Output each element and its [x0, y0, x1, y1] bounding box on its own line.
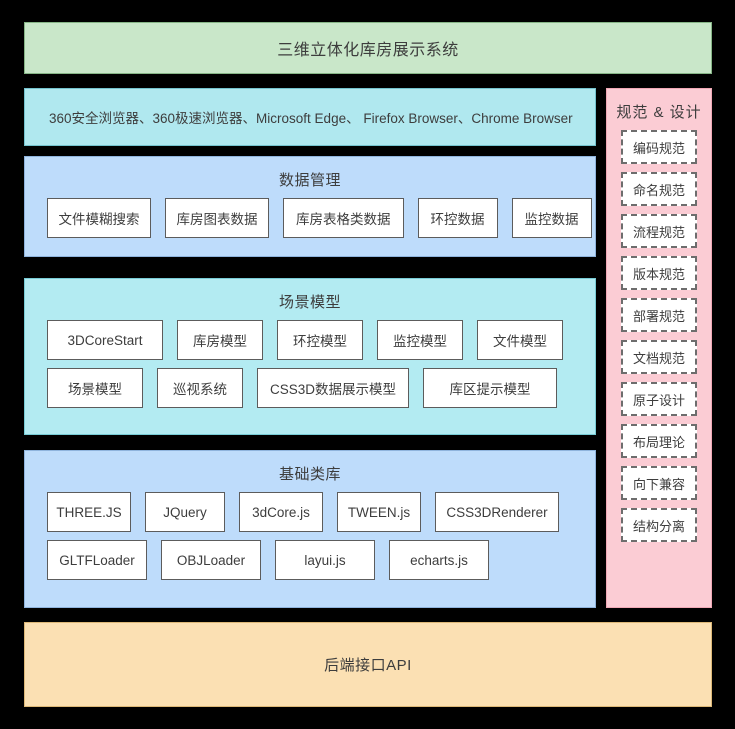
spec-item[interactable]: 结构分离	[621, 508, 697, 542]
data-management-node-row: 文件模糊搜索 库房图表数据 库房表格类数据 环控数据 监控数据	[25, 198, 595, 238]
scene-model-node-row-1: 3DCoreStart 库房模型 环控模型 监控模型 文件模型	[25, 320, 595, 360]
spec-item[interactable]: 布局理论	[621, 424, 697, 458]
node-item[interactable]: GLTFLoader	[47, 540, 147, 580]
spec-item[interactable]: 命名规范	[621, 172, 697, 206]
base-library-node-row-2: GLTFLoader OBJLoader layui.js echarts.js	[25, 540, 595, 580]
spec-item[interactable]: 版本规范	[621, 256, 697, 290]
node-item[interactable]: 环控数据	[417, 198, 498, 238]
browser-support-label: 360安全浏览器、360极速浏览器、Microsoft Edge、 Firefo…	[49, 111, 573, 126]
node-item[interactable]: THREE.JS	[47, 492, 131, 532]
backend-api-label: 后端接口API	[324, 657, 412, 674]
node-item[interactable]: 库房模型	[177, 320, 263, 360]
node-item[interactable]: echarts.js	[389, 540, 489, 580]
data-management-title: 数据管理	[278, 172, 341, 189]
base-library-title: 基础类库	[278, 466, 341, 483]
node-item[interactable]: CSS3DRenderer	[435, 492, 559, 532]
browser-support-band: 360安全浏览器、360极速浏览器、Microsoft Edge、 Firefo…	[24, 88, 596, 146]
spec-item[interactable]: 部署规范	[621, 298, 697, 332]
spec-design-title: 规范 & 设计	[616, 104, 702, 121]
node-item[interactable]: 文件模糊搜索	[47, 198, 151, 238]
scene-model-band: 场景模型 3DCoreStart 库房模型 环控模型 监控模型 文件模型 场景模…	[24, 278, 596, 435]
node-item[interactable]: 库区提示模型	[423, 368, 557, 408]
node-item[interactable]: 巡视系统	[157, 368, 243, 408]
node-item[interactable]: 环控模型	[277, 320, 363, 360]
base-library-band: 基础类库 THREE.JS JQuery 3dCore.js TWEEN.js …	[24, 450, 596, 608]
node-item[interactable]: TWEEN.js	[337, 492, 421, 532]
node-item[interactable]: layui.js	[275, 540, 375, 580]
scene-model-node-row-2: 场景模型 巡视系统 CSS3D数据展示模型 库区提示模型	[25, 368, 595, 408]
node-item[interactable]: 3dCore.js	[239, 492, 323, 532]
spec-item[interactable]: 文档规范	[621, 340, 697, 374]
node-item[interactable]: 库房表格类数据	[283, 198, 404, 238]
system-title-label: 三维立体化库房展示系统	[277, 42, 459, 59]
node-item[interactable]: 3DCoreStart	[47, 320, 163, 360]
spec-item[interactable]: 流程规范	[621, 214, 697, 248]
backend-api-band: 后端接口API	[24, 622, 712, 707]
node-item[interactable]: 监控数据	[511, 198, 592, 238]
base-library-node-row-1: THREE.JS JQuery 3dCore.js TWEEN.js CSS3D…	[25, 492, 595, 532]
node-item[interactable]: CSS3D数据展示模型	[257, 368, 409, 408]
node-item[interactable]: 文件模型	[477, 320, 563, 360]
node-item[interactable]: 监控模型	[377, 320, 463, 360]
data-management-band: 数据管理 文件模糊搜索 库房图表数据 库房表格类数据 环控数据 监控数据	[24, 156, 596, 257]
spec-item[interactable]: 原子设计	[621, 382, 697, 416]
system-title-band: 三维立体化库房展示系统	[24, 22, 712, 74]
node-item[interactable]: 场景模型	[47, 368, 143, 408]
spec-item[interactable]: 编码规范	[621, 130, 697, 164]
node-item[interactable]: OBJLoader	[161, 540, 261, 580]
node-item[interactable]: JQuery	[145, 492, 225, 532]
scene-model-title: 场景模型	[278, 294, 341, 311]
spec-design-panel: 规范 & 设计 编码规范 命名规范 流程规范 版本规范 部署规范 文档规范 原子…	[606, 88, 712, 608]
spec-item[interactable]: 向下兼容	[621, 466, 697, 500]
node-item[interactable]: 库房图表数据	[165, 198, 269, 238]
